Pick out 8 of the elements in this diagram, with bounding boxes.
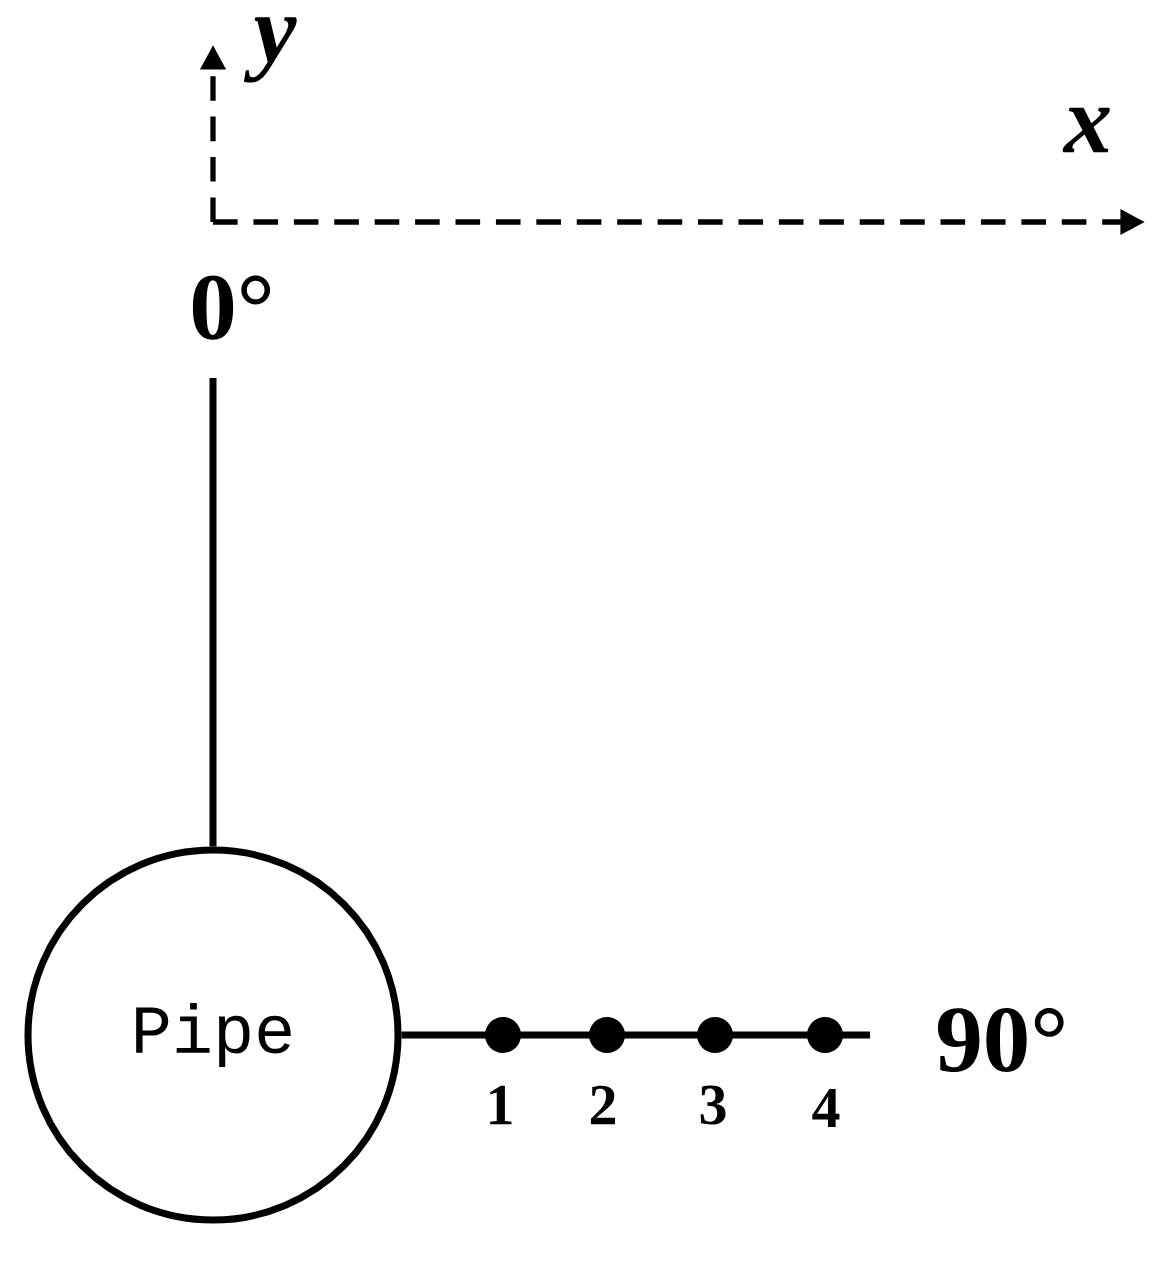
point-number: 1 [490, 1085, 512, 1125]
angle-label: 0° [192, 275, 271, 340]
point-number: 3 [700, 1085, 726, 1125]
angle-label: 90° [937, 1008, 1064, 1073]
point-number: 2 [590, 1085, 615, 1125]
axis-label: x [1062, 107, 1110, 153]
axis-label: y [243, 17, 297, 83]
point-number: 4 [812, 1088, 840, 1128]
